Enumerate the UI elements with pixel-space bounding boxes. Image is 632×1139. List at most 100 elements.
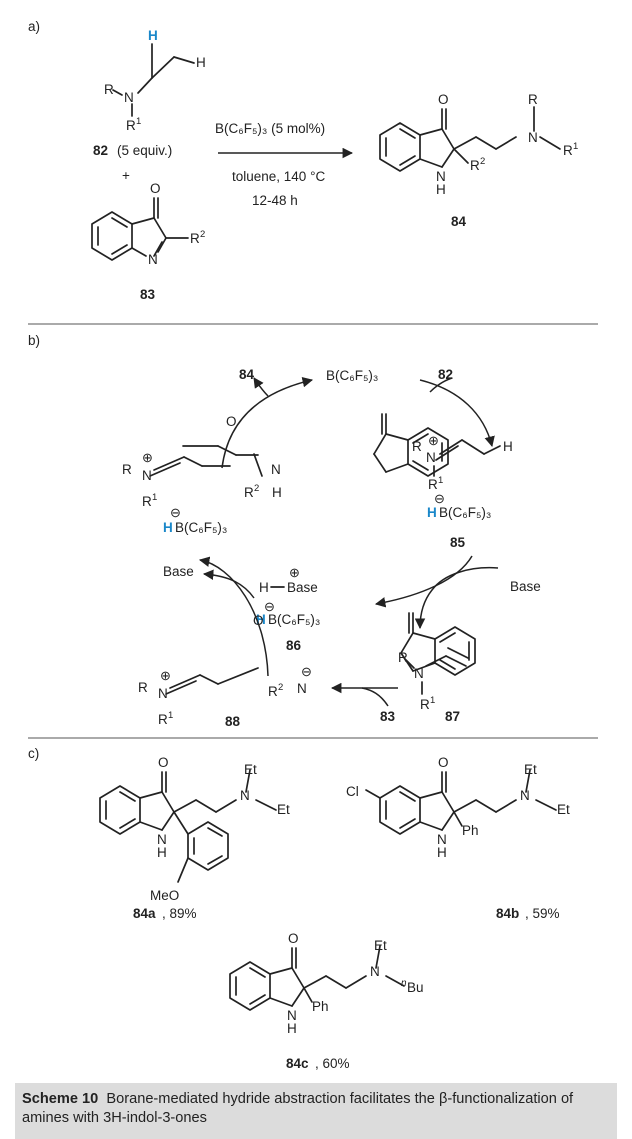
svg-text:R: R	[142, 494, 152, 509]
svg-text:H: H	[437, 845, 447, 860]
amine-82: R N R 1 H H	[104, 28, 206, 133]
svg-text:⊕: ⊕	[428, 433, 439, 448]
base-label-right: Base	[510, 579, 541, 594]
svg-text:R: R	[420, 697, 430, 712]
svg-text:1: 1	[430, 695, 435, 706]
svg-text:Ph: Ph	[462, 823, 479, 838]
cycle-arrow-top-right	[419, 379, 495, 448]
svg-text:2: 2	[480, 156, 485, 167]
product-84a-yield: , 89%	[162, 906, 197, 921]
svg-text:O: O	[150, 181, 161, 196]
svg-text:O: O	[438, 92, 449, 107]
compound-83-label: 83	[140, 287, 156, 302]
cycle-83-label: 83	[380, 709, 396, 724]
svg-text:R: R	[126, 118, 136, 133]
svg-text:R: R	[428, 477, 438, 492]
product-84b-id: 84b	[496, 906, 519, 921]
svg-text:B(C₆F₅)₃: B(C₆F₅)₃	[439, 505, 491, 520]
enamine-87: R N R 1	[398, 647, 469, 712]
svg-text:1: 1	[438, 475, 443, 486]
svg-text:R: R	[563, 143, 573, 158]
arrow-base-to-87	[414, 566, 499, 630]
svg-text:N: N	[158, 686, 168, 701]
svg-text:N: N	[370, 964, 380, 979]
svg-text:Ph: Ph	[312, 999, 329, 1014]
svg-text:N: N	[528, 130, 538, 145]
svg-text:R: R	[244, 485, 254, 500]
svg-text:2: 2	[278, 682, 283, 693]
svg-text:B(C₆F₅)₃: B(C₆F₅)₃	[268, 612, 320, 627]
product-84a	[99, 769, 277, 883]
cycle-82-label: 82	[438, 367, 453, 382]
svg-text:R: R	[268, 684, 278, 699]
base-label-left: Base	[163, 564, 194, 579]
svg-text:H: H	[196, 55, 206, 70]
catalyst-label: B(C₆F₅)₃ (5 mol%)	[215, 121, 325, 136]
caption-text: Borane-mediated hydride abstraction faci…	[22, 1091, 574, 1126]
conditions-label: toluene, 140 °C	[232, 169, 325, 184]
svg-text:N: N	[297, 681, 307, 696]
svg-text:Et: Et	[374, 938, 387, 953]
cycle-arrow-top-left	[221, 377, 314, 469]
svg-text:2: 2	[254, 483, 259, 494]
svg-text:N: N	[436, 169, 446, 184]
svg-text:2: 2	[200, 229, 205, 240]
svg-text:H: H	[272, 485, 282, 500]
product-84a-id: 84a	[133, 906, 156, 921]
svg-text:⊕: ⊕	[160, 668, 171, 683]
cycle-84-label: 84	[239, 367, 255, 382]
plus-sign: +	[122, 168, 130, 183]
compound-85-label: 85	[450, 535, 466, 550]
svg-text:Et: Et	[244, 762, 257, 777]
svg-text:N: N	[124, 90, 134, 105]
svg-text:H: H	[427, 505, 437, 520]
svg-text:N: N	[157, 832, 167, 847]
svg-text:Et: Et	[557, 802, 570, 817]
product-84	[379, 106, 561, 172]
product-84c-yield: , 60%	[315, 1056, 350, 1071]
compound-86-label: 86	[286, 638, 302, 653]
svg-text:Cl: Cl	[346, 784, 359, 799]
svg-text:O: O	[288, 931, 299, 946]
svg-text:R: R	[158, 712, 168, 727]
product-84b	[365, 769, 557, 835]
svg-text:O: O	[253, 613, 264, 628]
svg-text:n: n	[401, 978, 407, 989]
svg-text:R: R	[104, 82, 114, 97]
svg-text:R: R	[122, 462, 132, 477]
svg-text:O: O	[226, 414, 237, 429]
cycle-borane: B(C₆F₅)₃	[326, 368, 378, 383]
svg-text:1: 1	[168, 710, 173, 721]
svg-text:R: R	[138, 680, 148, 695]
highlight-hydrogen: H	[148, 28, 158, 43]
scheme-caption: Scheme 10 Borane-mediated hydride abstra…	[22, 1090, 614, 1128]
svg-text:R: R	[528, 92, 538, 107]
svg-text:N: N	[148, 252, 158, 267]
svg-text:⊖: ⊖	[170, 505, 181, 520]
arrow-88-to-iminium	[198, 556, 269, 677]
svg-text:N: N	[426, 450, 436, 465]
svg-text:H: H	[163, 520, 173, 535]
panel-label-b: b)	[28, 333, 40, 348]
svg-text:Et: Et	[277, 802, 290, 817]
product-84b-yield: , 59%	[525, 906, 560, 921]
svg-text:Bu: Bu	[407, 980, 424, 995]
svg-text:N: N	[271, 462, 281, 477]
svg-text:R: R	[470, 158, 480, 173]
svg-text:H: H	[436, 182, 446, 197]
svg-text:MeO: MeO	[150, 888, 179, 903]
arrow-85-to-86	[374, 555, 473, 608]
svg-text:H: H	[287, 1021, 297, 1036]
svg-text:N: N	[287, 1008, 297, 1023]
product-84c	[229, 945, 405, 1011]
species-86: ⊕ H Base ⊖ H B(C₆F₅)₃	[256, 565, 320, 627]
iminium-85: R N ⊕ R 1 H ⊖ H B(C₆F₅)₃	[412, 433, 513, 520]
compound-82-label: 82	[93, 143, 108, 158]
svg-text:N: N	[240, 788, 250, 803]
time-label: 12-48 h	[252, 193, 298, 208]
svg-text:Base: Base	[287, 580, 318, 595]
amine-equiv: (5 equiv.)	[117, 143, 172, 158]
svg-text:N: N	[142, 468, 152, 483]
svg-text:R: R	[190, 231, 200, 246]
compound-87-label: 87	[445, 709, 460, 724]
